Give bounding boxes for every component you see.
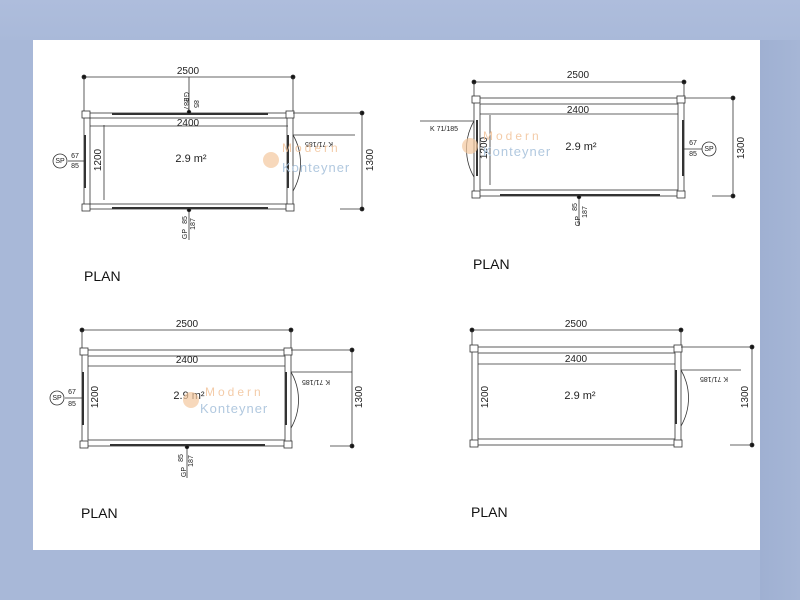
plan-2-title: PLAN	[473, 256, 510, 272]
plan-1-labels: 2500 2400 1200 1300 2.9 m² PLAN K 71/185…	[55, 66, 376, 284]
plan-3-inner-width: 2400	[176, 355, 199, 366]
plan-1-top-window-size-b: 85	[192, 100, 199, 108]
plan-1-area: 2.9 m²	[175, 153, 207, 165]
plan-4-labels: 2500 2400 1200 1300 2.9 m² PLAN K 71/185	[471, 319, 751, 520]
plan-3-bottom-window-size-a: 85	[178, 454, 185, 462]
plan-3-door-label: K 71/185	[302, 378, 330, 385]
plan-4-area: 2.9 m²	[564, 390, 596, 402]
plan-2-door-label: K 71/185	[430, 126, 458, 133]
watermark-logo-icon	[183, 392, 199, 408]
watermark-logo-icon	[462, 138, 478, 154]
plan-1-inner-width: 2400	[177, 118, 200, 129]
background-top	[0, 0, 800, 40]
plan-3-side-window-size-a: 67	[68, 389, 76, 396]
plan-4-outer-height: 1300	[740, 385, 751, 408]
plan-4-title: PLAN	[471, 504, 508, 520]
plan-1-top-window-size-a: 187	[182, 98, 189, 110]
plan-1-outer-height: 1300	[365, 148, 376, 171]
plan-1-side-window-size-a: 67	[71, 153, 79, 160]
plan-3-outer-width: 2500	[176, 319, 199, 330]
plan-3-side-window-size-b: 85	[68, 401, 76, 408]
plan-3-labels: 2500 2400 1200 1300 2.9 m² PLAN K 71/185…	[52, 319, 365, 521]
watermark-line1: Modern	[282, 141, 341, 155]
plan-1-side-window-code: SP	[55, 158, 65, 165]
plan-3-title: PLAN	[81, 505, 118, 521]
plan-1-title: PLAN	[84, 268, 121, 284]
watermark-line1: Modern	[483, 129, 542, 143]
watermark-logo-icon	[263, 152, 279, 168]
plan-2-bottom-window-size-a: 85	[572, 203, 579, 211]
plan-2-inner-height: 1200	[479, 136, 490, 159]
watermark-line2: Konteyner	[483, 144, 551, 159]
plan-4-inner-height: 1200	[480, 385, 491, 408]
plan-1-inner-height: 1200	[93, 148, 104, 171]
plan-2-area: 2.9 m²	[565, 141, 597, 153]
plan-2-bottom-window-size-b: 187	[582, 206, 589, 218]
plan-2-outer-width: 2500	[567, 70, 590, 81]
plan-2-labels: 2500 2400 1200 1300 2.9 m² PLAN K 71/185…	[430, 70, 747, 272]
drawing-sheet	[33, 40, 760, 550]
plan-3-inner-height: 1200	[90, 385, 101, 408]
plan-4-door-label: K 71/185	[700, 375, 728, 382]
plan-4-inner-width: 2400	[565, 354, 588, 365]
plan-1-top-window-code: GP	[182, 92, 189, 102]
plan-2-inner-width: 2400	[567, 105, 590, 116]
plan-2-side-window-size-a: 67	[689, 140, 697, 147]
watermark-line1: Modern	[205, 385, 264, 399]
plan-1	[52, 74, 365, 240]
watermark-line2: Konteyner	[200, 401, 268, 416]
plan-3-bottom-window-size-b: 187	[188, 455, 195, 467]
watermark-3: Modern Konteyner	[183, 385, 268, 416]
plan-3	[49, 327, 355, 478]
plan-1-door-label: K 71/185	[305, 140, 333, 147]
plan-4-outer-width: 2500	[565, 319, 588, 330]
background-right	[760, 40, 800, 600]
plan-2-side-window-code: SP	[704, 146, 714, 153]
plan-3-side-window-code: SP	[52, 395, 62, 402]
plan-3-bottom-window-code: GP	[181, 467, 188, 477]
plan-4	[469, 327, 755, 448]
watermark-2: Modern Konteyner	[462, 129, 551, 159]
plan-2-outer-height: 1300	[736, 136, 747, 159]
plan-2-bottom-window-code: GP	[575, 216, 582, 226]
watermark-line2: Konteyner	[282, 160, 350, 175]
watermark-1: Modern Konteyner	[263, 141, 350, 175]
plan-2-side-window-size-b: 85	[689, 151, 697, 158]
plan-1-side-window-size-b: 85	[71, 163, 79, 170]
plan-1-bottom-window-code: GP	[182, 229, 189, 239]
plan-1-bottom-window-size-a: 85	[182, 216, 189, 224]
plan-1-outer-width: 2500	[177, 66, 200, 77]
plan-1-bottom-window-size-b: 187	[190, 218, 197, 230]
plan-3-outer-height: 1300	[354, 385, 365, 408]
